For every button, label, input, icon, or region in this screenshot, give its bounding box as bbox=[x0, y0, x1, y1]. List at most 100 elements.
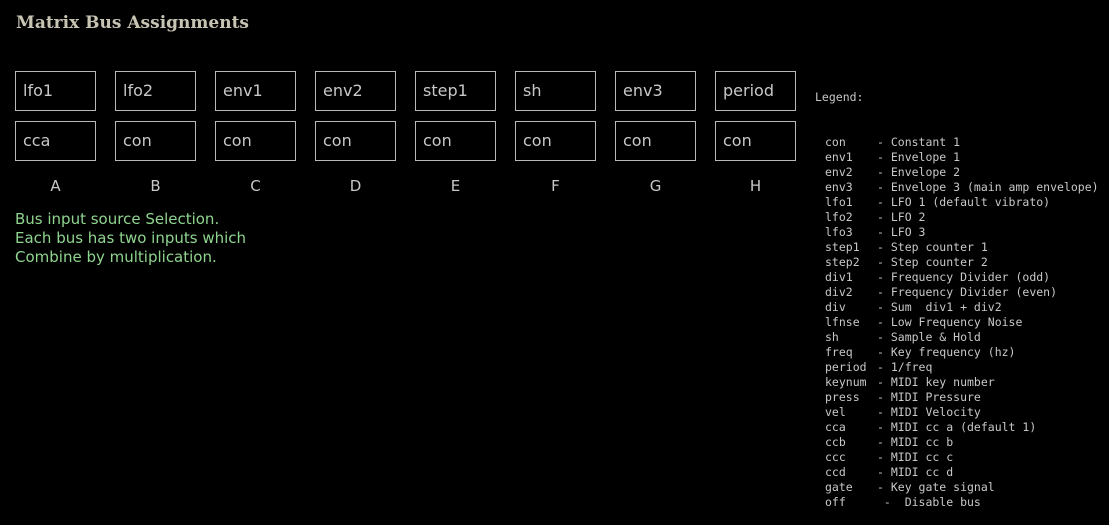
legend-item: freq - Key frequency (hz) bbox=[815, 345, 1099, 360]
legend-description: - LFO 3 bbox=[877, 225, 926, 239]
bus-c-input2-field[interactable]: con bbox=[215, 121, 296, 161]
legend-description: - MIDI Pressure bbox=[877, 390, 981, 404]
description-line: Bus input source Selection. bbox=[15, 210, 220, 228]
legend-code: step1 bbox=[825, 240, 860, 254]
legend-code: ccc bbox=[825, 450, 846, 464]
legend-item: lfo1- LFO 1 (default vibrato) bbox=[815, 195, 1099, 210]
legend-item: step1 - Step counter 1 bbox=[815, 240, 1099, 255]
legend-description: - Envelope 2 bbox=[877, 165, 961, 179]
legend-item: div - Sum div1 + div2 bbox=[815, 300, 1099, 315]
bus-a-input1-field[interactable]: lfo1 bbox=[15, 71, 96, 111]
bus-f-input1-field[interactable]: sh bbox=[515, 71, 596, 111]
bus-e-input1-field[interactable]: step1 bbox=[415, 71, 496, 111]
bus-g-input2-field[interactable]: con bbox=[615, 121, 696, 161]
legend-description: - MIDI cc c bbox=[877, 450, 954, 464]
legend-item: gate - Key gate signal bbox=[815, 480, 1099, 495]
legend-item: lfnse - Low Frequency Noise bbox=[815, 315, 1099, 330]
bus-letter-label: G bbox=[649, 177, 662, 195]
legend-item: step2 - Step counter 2 bbox=[815, 255, 1099, 270]
legend-item: ccb - MIDI cc b bbox=[815, 435, 1099, 450]
legend-item: env2 - Envelope 2 bbox=[815, 165, 1099, 180]
legend-code: env3 bbox=[825, 180, 853, 194]
page-title: Matrix Bus Assignments bbox=[16, 13, 249, 33]
legend-code: step2 bbox=[825, 255, 860, 269]
legend-description: - LFO 1 (default vibrato) bbox=[877, 195, 1051, 209]
bus-h-input1-field[interactable]: period bbox=[715, 71, 796, 111]
legend-description: - Step counter 1 bbox=[877, 240, 988, 254]
legend-description: - MIDI key number bbox=[877, 375, 995, 389]
legend-item: cca - MIDI cc a (default 1) bbox=[815, 420, 1099, 435]
legend-code: ccd bbox=[825, 465, 846, 479]
legend-code: lfo3 bbox=[825, 225, 853, 239]
legend-code: div bbox=[825, 300, 846, 314]
bus-f-input2-field[interactable]: con bbox=[515, 121, 596, 161]
legend-code: vel bbox=[825, 405, 846, 419]
legend-description: - Envelope 1 bbox=[877, 150, 961, 164]
legend-code: period bbox=[825, 360, 867, 374]
legend-item: div1 - Frequency Divider (odd) bbox=[815, 270, 1099, 285]
legend-description: - Envelope 3 (main amp envelope) bbox=[877, 180, 1099, 194]
legend-item: press - MIDI Pressure bbox=[815, 390, 1099, 405]
legend-description: - MIDI cc d bbox=[877, 465, 954, 479]
legend-item: ccd - MIDI cc d bbox=[815, 465, 1099, 480]
description-line: Each bus has two inputs which bbox=[15, 229, 247, 247]
legend-item: div2 - Frequency Divider (even) bbox=[815, 285, 1099, 300]
legend-description: - MIDI Velocity bbox=[877, 405, 981, 419]
bus-c-input1-field[interactable]: env1 bbox=[215, 71, 296, 111]
legend-code: sh bbox=[825, 330, 839, 344]
bus-h-input2-field[interactable]: con bbox=[715, 121, 796, 161]
legend-item: ccc - MIDI cc c bbox=[815, 450, 1099, 465]
bus-b-input2-field[interactable]: con bbox=[115, 121, 196, 161]
legend-code: cca bbox=[825, 420, 846, 434]
bus-b-input1-field[interactable]: lfo2 bbox=[115, 71, 196, 111]
legend-item: vel - MIDI Velocity bbox=[815, 405, 1099, 420]
legend-description: - Step counter 2 bbox=[877, 255, 988, 269]
legend-list: con - Constant 1 env1 - Envelope 1 env2 - Env… bbox=[815, 135, 1099, 510]
legend-code: ccb bbox=[825, 435, 846, 449]
bus-e-input2-field[interactable]: con bbox=[415, 121, 496, 161]
legend-item: con - Constant 1 bbox=[815, 135, 1099, 150]
legend-description: - Key gate signal bbox=[877, 480, 995, 494]
legend-description: - Sum div1 + div2 bbox=[877, 300, 1002, 314]
bus-g-input1-field[interactable]: env3 bbox=[615, 71, 696, 111]
legend-code: keynum bbox=[825, 375, 867, 389]
legend-item: period - 1/freq bbox=[815, 360, 1099, 375]
legend-item: off - Disable bus bbox=[815, 495, 1099, 510]
legend-item: keynum - MIDI key number bbox=[815, 375, 1099, 390]
description-line: Combine by multiplication. bbox=[15, 248, 217, 266]
legend-description: - MIDI cc b bbox=[877, 435, 954, 449]
legend-code: freq bbox=[825, 345, 853, 359]
legend-item: env1 - Envelope 1 bbox=[815, 150, 1099, 165]
legend-code: env2 bbox=[825, 165, 853, 179]
legend-code: lfo2 bbox=[825, 210, 853, 224]
legend-description: - Sample & Hold bbox=[877, 330, 981, 344]
bus-letter-label: H bbox=[749, 177, 762, 195]
bus-a-input2-field[interactable]: cca bbox=[15, 121, 96, 161]
legend-code: div2 bbox=[825, 285, 853, 299]
legend-code: lfnse bbox=[825, 315, 860, 329]
legend-code: con bbox=[825, 135, 846, 149]
bus-letter-label: C bbox=[250, 177, 261, 195]
legend-description: - LFO 2 bbox=[877, 210, 926, 224]
legend-code: div1 bbox=[825, 270, 853, 284]
legend-code: gate bbox=[825, 480, 853, 494]
legend-item: env3 - Envelope 3 (main amp envelope) bbox=[815, 180, 1099, 195]
legend-description: - Key frequency (hz) bbox=[877, 345, 1016, 359]
legend-description: - Disable bus bbox=[877, 495, 981, 509]
bus-letter-label: B bbox=[150, 177, 161, 195]
legend-code: env1 bbox=[825, 150, 853, 164]
legend-code: press bbox=[825, 390, 860, 404]
bus-d-input1-field[interactable]: env2 bbox=[315, 71, 396, 111]
legend-description: - Frequency Divider (odd) bbox=[877, 270, 1051, 284]
legend-description: - Constant 1 bbox=[877, 135, 961, 149]
legend-heading: Legend: bbox=[815, 90, 864, 104]
legend-description: - Frequency Divider (even) bbox=[877, 285, 1058, 299]
bus-d-input2-field[interactable]: con bbox=[315, 121, 396, 161]
legend-description: - MIDI cc a (default 1) bbox=[877, 420, 1037, 434]
legend-description: - Low Frequency Noise bbox=[877, 315, 1023, 329]
bus-letter-label: E bbox=[450, 177, 461, 195]
legend-code: off bbox=[825, 495, 846, 509]
legend-description: - 1/freq bbox=[877, 360, 933, 374]
bus-description: Bus input source Selection. Each bus has… bbox=[15, 210, 246, 267]
